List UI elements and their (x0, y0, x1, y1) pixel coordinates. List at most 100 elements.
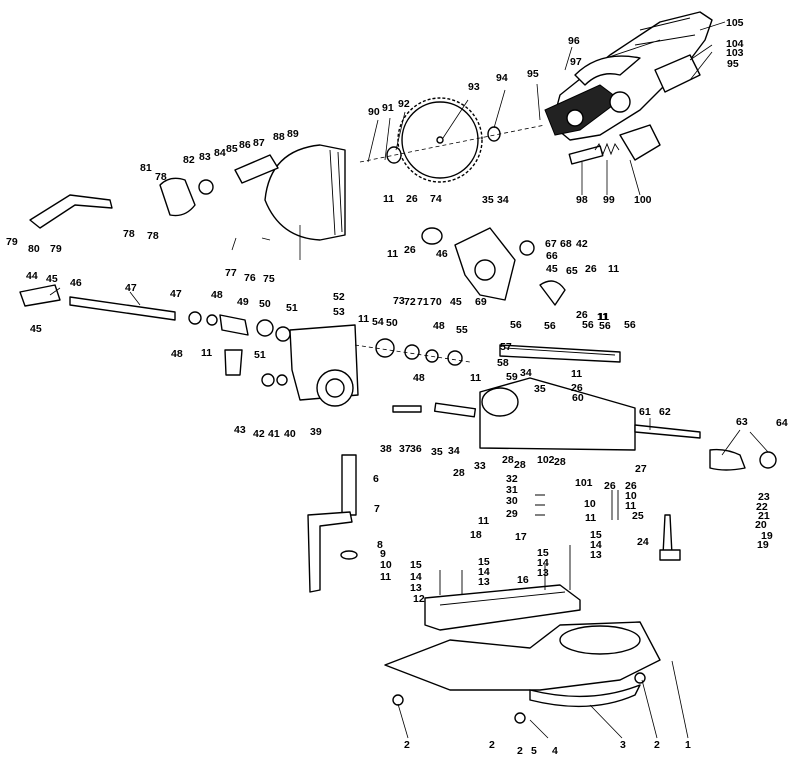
part-label-72: 72 (404, 296, 416, 308)
part-label-18: 18 (470, 529, 482, 541)
part-label-6: 6 (373, 473, 379, 485)
part-label-13: 13 (537, 567, 549, 579)
lower-blade-guard (264, 144, 346, 241)
part-label-48: 48 (413, 372, 425, 384)
part-label-76: 76 (244, 272, 256, 284)
part-label-84: 84 (214, 147, 226, 159)
part-label-75: 75 (263, 273, 275, 285)
part-label-10: 10 (584, 498, 596, 510)
part-label-95: 95 (527, 68, 539, 80)
part-label-55: 55 (456, 324, 468, 336)
part-label-11: 11 (608, 263, 619, 275)
part-label-45: 45 (546, 263, 558, 275)
part-label-96: 96 (568, 35, 580, 47)
part-label-42: 42 (576, 238, 588, 250)
bevel-lock (392, 402, 681, 561)
part-label-102: 102 (537, 454, 555, 466)
part-label-32: 32 (506, 473, 518, 485)
part-label-47: 47 (170, 288, 182, 300)
part-label-90: 90 (368, 106, 380, 118)
part-label-43: 43 (234, 424, 246, 436)
part-label-79: 79 (6, 236, 18, 248)
part-label-11: 11 (470, 372, 481, 384)
part-label-105: 105 (726, 17, 744, 29)
part-label-19: 19 (757, 539, 769, 551)
part-label-46: 46 (436, 248, 448, 260)
part-label-48: 48 (433, 320, 445, 332)
part-label-35: 35 (431, 446, 443, 458)
part-label-11: 11 (598, 311, 609, 323)
part-label-81: 81 (140, 162, 152, 174)
part-label-95: 95 (727, 58, 739, 70)
part-label-73: 73 (393, 295, 405, 307)
part-label-7: 7 (374, 503, 380, 515)
part-label-35: 35 (534, 383, 546, 395)
part-label-20: 20 (755, 519, 767, 531)
part-label-26: 26 (585, 263, 597, 275)
part-label-45: 45 (46, 273, 58, 285)
part-label-33: 33 (474, 460, 486, 472)
part-label-49: 49 (237, 296, 249, 308)
part-label-22: 22 (756, 501, 768, 513)
part-label-17: 17 (515, 531, 527, 543)
part-label-91: 91 (382, 102, 394, 114)
part-label-69: 69 (475, 296, 487, 308)
part-label-2: 2 (517, 745, 523, 757)
part-label-61: 61 (639, 406, 651, 418)
part-label-13: 13 (478, 576, 490, 588)
part-label-70: 70 (430, 296, 442, 308)
part-label-63: 63 (736, 416, 748, 428)
part-label-82: 82 (183, 154, 195, 166)
rotating-table (479, 344, 777, 471)
part-label-56: 56 (599, 320, 611, 332)
part-label-28: 28 (514, 459, 526, 471)
part-label-9: 9 (380, 548, 386, 560)
part-label-15: 15 (537, 547, 549, 559)
part-label-14: 14 (478, 566, 490, 578)
part-label-89: 89 (287, 128, 299, 140)
guard-linkage (159, 154, 279, 217)
part-label-100: 100 (634, 194, 652, 206)
part-label-11: 11 (358, 313, 369, 325)
part-label-34: 34 (448, 445, 460, 457)
hold-down-clamp (307, 454, 358, 593)
part-label-11: 11 (625, 500, 636, 512)
part-label-10: 10 (380, 559, 392, 571)
part-label-3: 3 (620, 739, 626, 751)
part-label-45: 45 (30, 323, 42, 335)
part-label-97: 97 (570, 56, 582, 68)
part-label-44: 44 (26, 270, 38, 282)
part-label-23: 23 (758, 491, 770, 503)
part-label-92: 92 (398, 98, 410, 110)
part-label-26: 26 (406, 193, 418, 205)
part-label-39: 39 (310, 426, 322, 438)
base (384, 621, 661, 724)
saw-blade (397, 97, 483, 183)
part-label-78: 78 (147, 230, 159, 242)
part-label-46: 46 (70, 277, 82, 289)
leader-lines (49, 21, 769, 739)
part-label-40: 40 (284, 428, 296, 440)
part-label-11: 11 (380, 571, 391, 583)
pivot-bracket (421, 227, 566, 306)
part-label-15: 15 (478, 556, 490, 568)
part-label-26: 26 (571, 382, 583, 394)
part-label-71: 71 (417, 296, 429, 308)
slide-rails (19, 284, 291, 342)
part-label-2: 2 (654, 739, 660, 751)
part-label-14: 14 (537, 557, 549, 569)
part-label-34: 34 (497, 194, 509, 206)
part-label-15: 15 (410, 559, 422, 571)
part-label-28: 28 (502, 454, 514, 466)
part-label-85: 85 (226, 143, 238, 155)
part-label-66: 66 (546, 250, 558, 262)
part-label-26: 26 (404, 244, 416, 256)
part-label-53: 53 (333, 306, 345, 318)
part-label-47: 47 (125, 282, 137, 294)
part-label-37: 37 (399, 443, 411, 455)
part-label-28: 28 (554, 456, 566, 468)
part-label-64: 64 (776, 417, 788, 429)
part-label-11: 11 (597, 311, 608, 323)
